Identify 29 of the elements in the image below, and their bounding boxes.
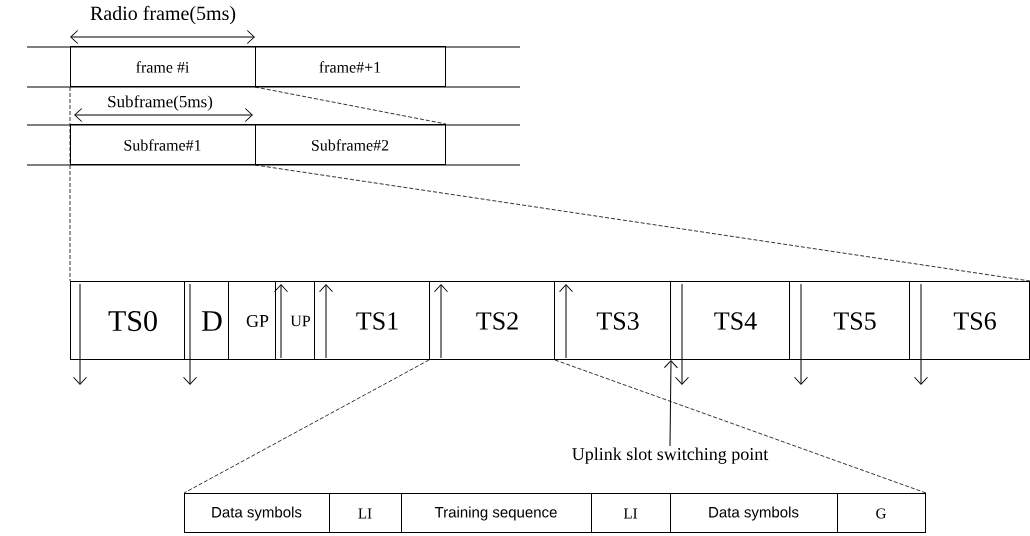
zoom-line	[254, 86, 447, 125]
slot-cell: GP	[228, 281, 276, 360]
field-cell: G	[837, 493, 926, 533]
dimension-label: Subframe(5ms)	[108, 95, 213, 111]
leader-line	[663, 360, 678, 447]
slot-cell: TS1	[314, 281, 430, 360]
zoom-line	[254, 164, 1030, 282]
slot-cell: TS5	[789, 281, 910, 360]
slot-cell: TS0	[70, 281, 185, 360]
field-cell: Data symbols	[670, 493, 838, 533]
field-cell: Training sequence	[401, 493, 592, 533]
slot-cell: TS6	[909, 281, 1030, 360]
frame-cell: frame#+1	[255, 46, 446, 87]
zoom-line	[69, 86, 71, 282]
slot-cell: TS4	[670, 281, 790, 360]
callout-text: Uplink slot switching point	[572, 447, 769, 464]
subframe-cell: Subframe#2	[255, 124, 446, 165]
slot-cell: TS3	[554, 281, 671, 360]
zoom-line	[554, 359, 927, 494]
field-cell: LI	[329, 493, 402, 533]
slot-cell: UP	[275, 281, 315, 360]
subframe-cell: Subframe#1	[70, 124, 256, 165]
field-cell: Data symbols	[184, 493, 330, 533]
dimension-label: Radio frame(5ms)	[90, 5, 236, 25]
slot-cell: D	[184, 281, 229, 360]
frame-cell: frame #i	[70, 46, 256, 87]
field-cell: LI	[591, 493, 671, 533]
slot-cell: TS2	[429, 281, 555, 360]
zoom-line	[183, 359, 430, 494]
